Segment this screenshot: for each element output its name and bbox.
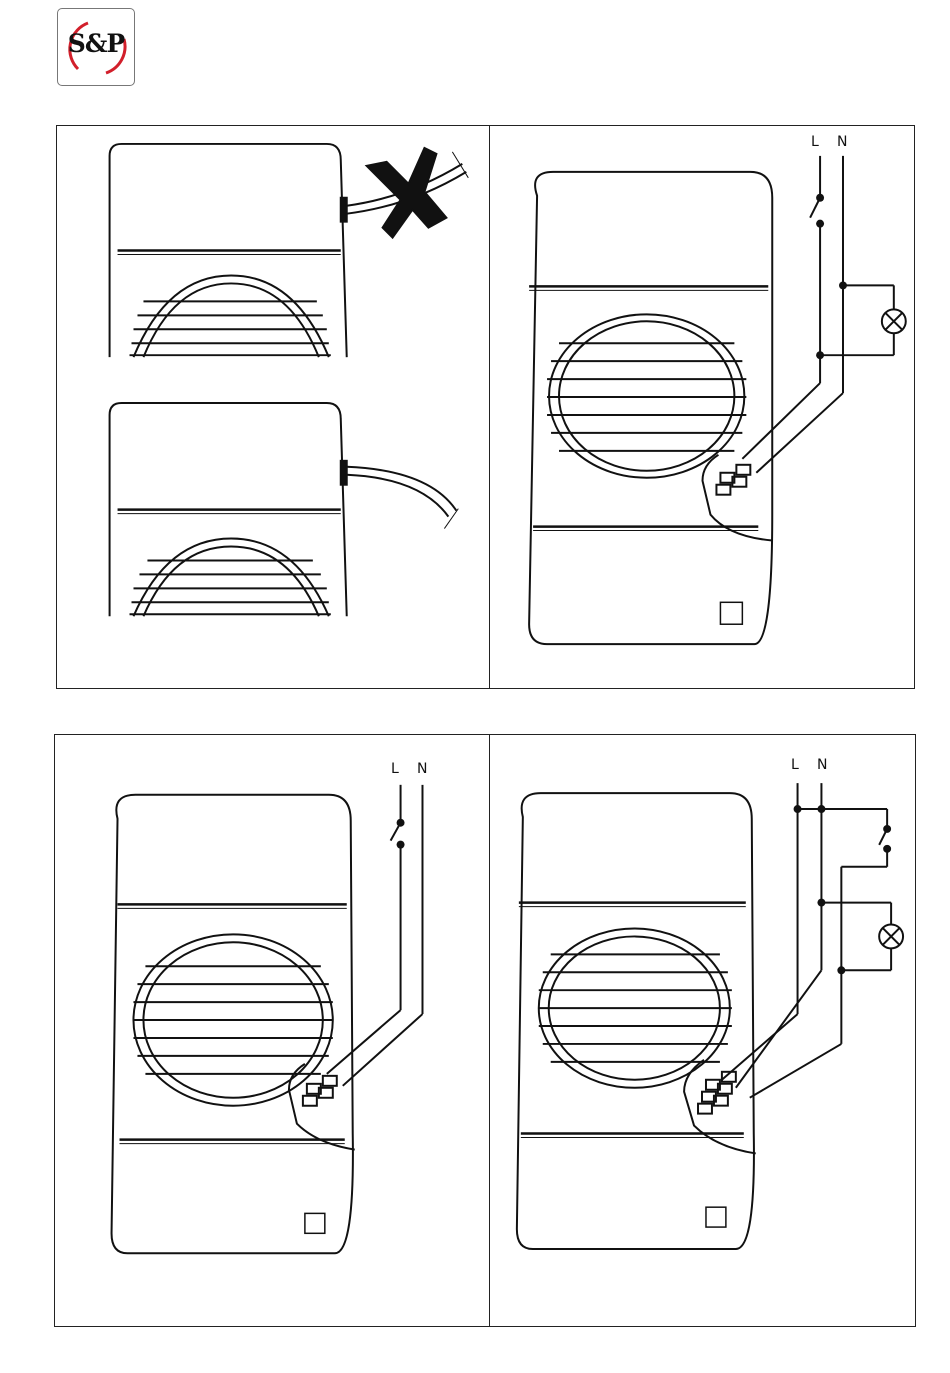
cable-routing-diagram [57, 126, 489, 688]
bottom-panel-grid: L N [54, 734, 916, 1327]
lamp-icon [879, 924, 903, 948]
panel-wiring-switch: L N [55, 735, 490, 1326]
wire-label-l: L [791, 757, 800, 773]
sp-logo: S&P [57, 8, 135, 86]
fan-front-view [112, 795, 355, 1253]
top-panel-grid: L N [56, 125, 915, 689]
fan-top-view-correct [110, 403, 459, 616]
wire-label-n: N [837, 134, 848, 150]
wiring-switch-light-diagram [489, 735, 915, 1326]
panel-wiring-light-switch: L N [489, 126, 914, 688]
panel-cable-routing [57, 126, 490, 688]
wire-label-l: L [811, 134, 820, 150]
wiring-lines [742, 156, 893, 473]
wire-label-n: N [417, 761, 428, 777]
wiring-light-switch-diagram [489, 126, 914, 688]
logo-text: S&P [58, 29, 134, 58]
fan-front-view [517, 793, 756, 1249]
wire-label-n: N [817, 757, 828, 773]
lamp-icon [882, 309, 906, 333]
junction-dots [397, 819, 405, 849]
fan-front-view [529, 172, 772, 644]
wire-label-l: L [391, 761, 400, 777]
wiring-lines [327, 785, 423, 1086]
panel-wiring-switch-and-light: L N [489, 735, 915, 1326]
wiring-lines [722, 783, 891, 1098]
incorrect-cross-icon [367, 148, 447, 238]
wiring-switch-diagram [55, 735, 489, 1326]
